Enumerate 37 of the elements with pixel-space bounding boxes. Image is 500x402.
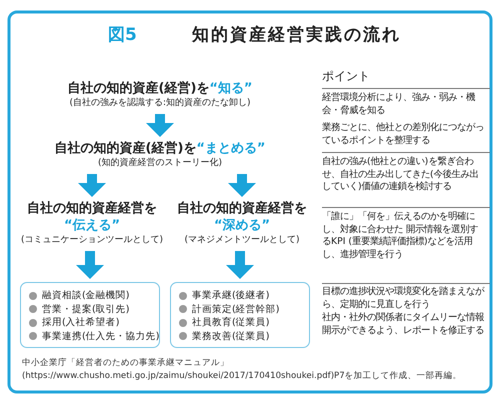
arrow bbox=[76, 251, 104, 279]
caption: 中小企業庁「経営者のための事業承継マニュアル」(https://www.chusho.meti.go.jp/zaimu/shoukei/2017/170410shoukei.pdf)P7を加工して作成、一部再編。 bbox=[22, 357, 463, 383]
list-box bbox=[170, 282, 310, 348]
arrow bbox=[146, 114, 174, 137]
figure-number: 図5 bbox=[108, 24, 137, 46]
step-keyword: “伝える” bbox=[64, 218, 120, 233]
list-item: 業務改善(従業員) bbox=[192, 330, 270, 343]
list-item: 社員教育(従業員) bbox=[192, 316, 270, 330]
step-heading: 自社の知的資産(経営)を bbox=[68, 81, 210, 96]
title: 知的資産経営実践の流れ bbox=[192, 24, 401, 46]
arrow bbox=[78, 174, 106, 197]
note: 社内・社外の関係者にタイムリーな情報開示ができるよう、レポートを修正する bbox=[322, 312, 485, 337]
step-note: (自社の強みを認識する:知的資産のたな卸し) bbox=[68, 97, 252, 110]
step-heading: 自社の知的資産経営を bbox=[27, 201, 157, 216]
step-note: (知的資産経営のストーリー化) bbox=[96, 157, 224, 170]
arrow bbox=[226, 251, 254, 279]
list-box bbox=[20, 282, 160, 348]
step-keyword: “深める” bbox=[214, 218, 270, 233]
list-item: 営業・提案(取引先) bbox=[42, 302, 130, 316]
note: 「誰に」「何を」伝えるのかを明確にし、対象に合わせた 開示情報を選別するKPI (重要業績評価指標)などを活用し、進捗管理を行う bbox=[322, 211, 479, 261]
step-keyword: “まとめる” bbox=[196, 141, 266, 156]
note: 業務ごとに、他社との差別化につながっているポイントを整理する bbox=[322, 122, 485, 147]
list-item: 計画策定(経営幹部) bbox=[192, 302, 280, 316]
arrow bbox=[228, 174, 256, 197]
step-keyword: “知る” bbox=[209, 81, 252, 96]
section-heading: ポイント bbox=[322, 68, 370, 85]
note: 自社の強み(他社との違い)を繋ぎ合わせ、自社の生み出してきた(今後生み出していく)価値の連鎖を検討する bbox=[322, 156, 480, 194]
note: 経営環境分析により、強み・弱み・機会・脅威を知る bbox=[322, 92, 476, 117]
note: 目標の進捗状況や環境変化を踏まえながら、定期的に見直しを行う bbox=[322, 286, 486, 311]
list-item: 採用(入社希望者) bbox=[42, 316, 120, 330]
list-item: 事業承継(後継者) bbox=[192, 289, 270, 302]
step-note: (コミュニケーションツールとして) bbox=[20, 234, 164, 247]
list-item: 事業連携(仕入先・協力先) bbox=[42, 330, 160, 343]
step-heading: 自社の知的資産(経営)を bbox=[54, 141, 196, 156]
step-heading: 自社の知的資産経営を bbox=[177, 201, 307, 216]
list-item: 融資相談(金融機関) bbox=[42, 289, 130, 302]
step-note: (マネジメントツールとして) bbox=[183, 234, 301, 247]
